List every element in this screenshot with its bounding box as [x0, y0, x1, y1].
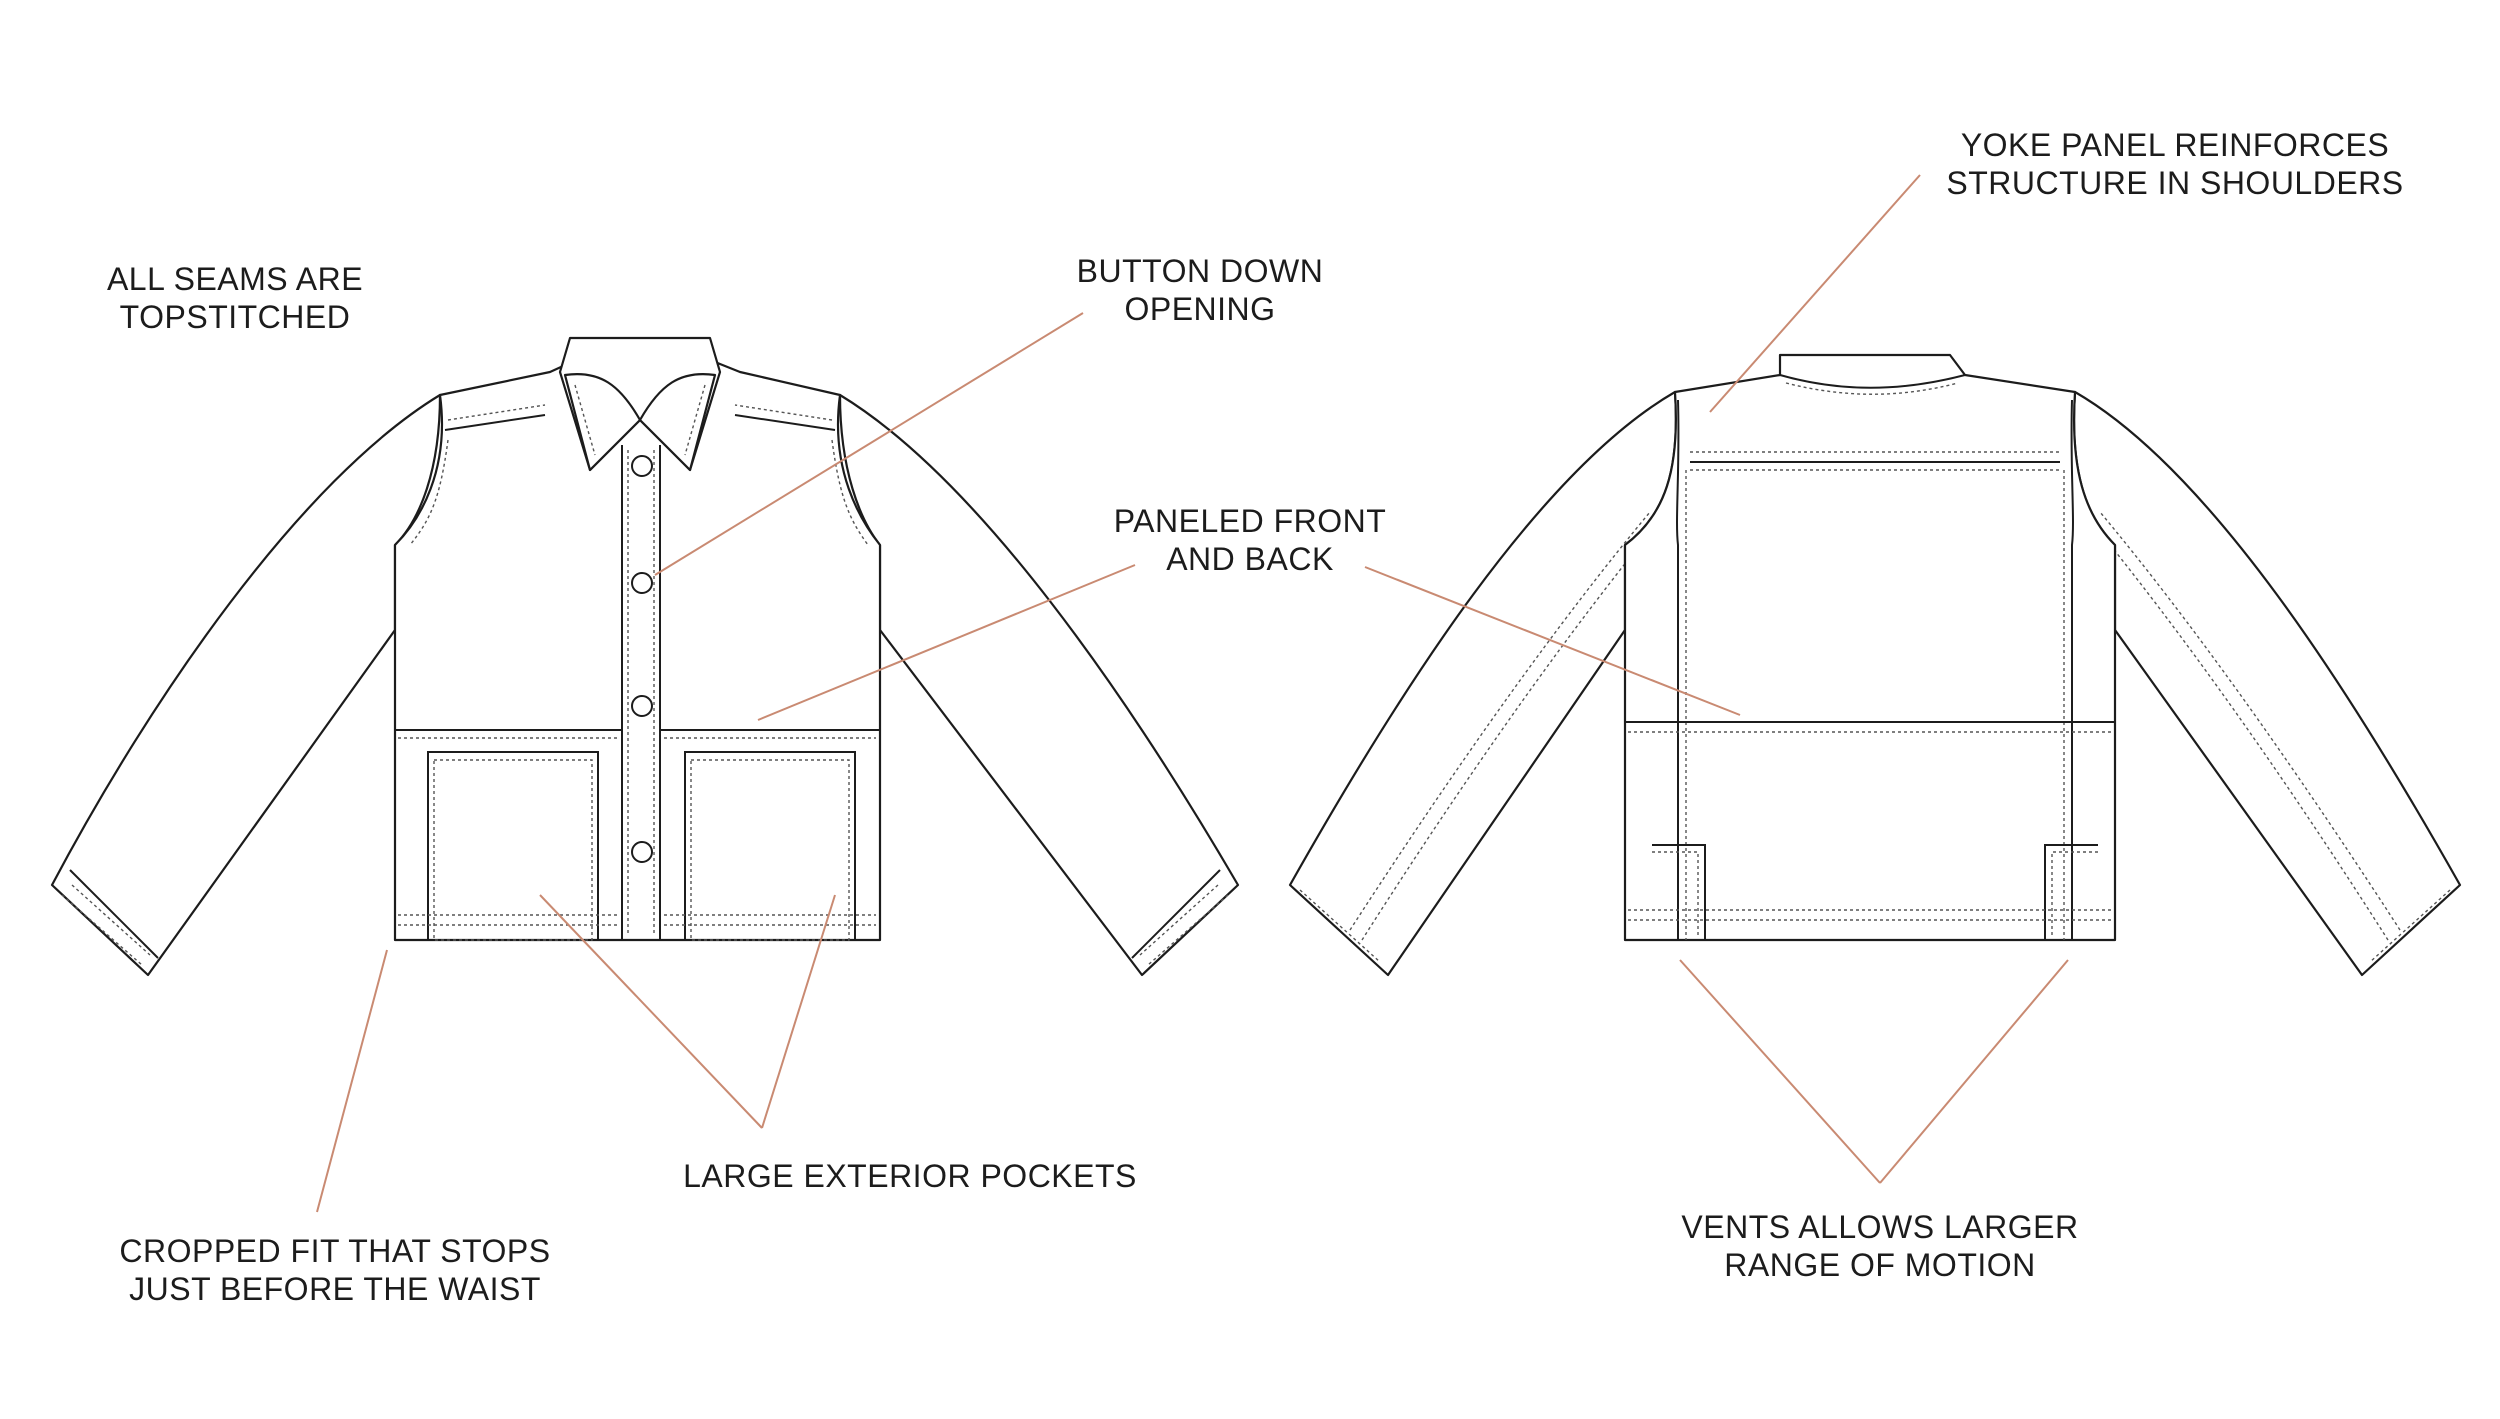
label-all-seams-line1: ALL SEAMS ARE: [106, 261, 364, 297]
front-button-2: [631, 572, 653, 594]
back-right-sleeve: [2072, 390, 2462, 977]
label-yoke-line2: STRUCTURE IN SHOULDERS: [1946, 165, 2404, 201]
leader-vents-left: [1679, 959, 1881, 1184]
label-button-down-line1: BUTTON DOWN: [1076, 253, 1324, 289]
label-yoke: YOKE PANEL REINFORCES STRUCTURE IN SHOUL…: [1925, 126, 2425, 202]
front-button-1: [631, 455, 653, 477]
label-paneled-line2: AND BACK: [1166, 541, 1334, 577]
back-left-vent: [1652, 844, 1706, 940]
label-all-seams: ALL SEAMS ARE TOPSTITCHED: [85, 260, 385, 336]
back-right-vent: [2044, 844, 2098, 940]
label-vents-line2: RANGE OF MOTION: [1724, 1247, 2036, 1283]
label-all-seams-line2: TOPSTITCHED: [119, 299, 351, 335]
label-button-down-line2: OPENING: [1124, 291, 1276, 327]
label-cropped-line2: JUST BEFORE THE WAIST: [129, 1271, 541, 1307]
back-jacket: [1288, 353, 2462, 977]
leader-pockets-left: [539, 894, 763, 1129]
label-vents-line1: VENTS ALLOWS LARGER: [1681, 1209, 2079, 1245]
leader-lines: [316, 174, 2069, 1213]
leader-pockets-right: [761, 894, 836, 1129]
front-jacket: [50, 336, 1240, 977]
label-vents: VENTS ALLOWS LARGER RANGE OF MOTION: [1660, 1208, 2100, 1284]
label-yoke-line1: YOKE PANEL REINFORCES: [1960, 127, 2390, 163]
label-paneled: PANELED FRONT AND BACK: [1090, 502, 1410, 578]
label-button-down: BUTTON DOWN OPENING: [1040, 252, 1360, 328]
leader-paneled-front: [757, 564, 1136, 721]
back-body: [1623, 353, 2117, 942]
front-body: [393, 338, 882, 942]
front-button-4: [631, 841, 653, 863]
label-pockets: LARGE EXTERIOR POCKETS: [680, 1157, 1140, 1195]
label-cropped: CROPPED FIT THAT STOPS JUST BEFORE THE W…: [105, 1232, 565, 1308]
label-pockets-line1: LARGE EXTERIOR POCKETS: [683, 1158, 1137, 1194]
label-paneled-line1: PANELED FRONT: [1113, 503, 1387, 539]
leader-cropped: [316, 949, 388, 1213]
leader-yoke: [1709, 174, 1921, 413]
front-left-sleeve: [50, 393, 442, 977]
front-button-3: [631, 695, 653, 717]
front-right-sleeve: [838, 393, 1240, 977]
leader-paneled-back: [1364, 566, 1741, 716]
leader-button: [654, 312, 1084, 576]
back-left-sleeve: [1288, 390, 1678, 977]
leader-vents-right: [1879, 959, 2069, 1184]
label-cropped-line1: CROPPED FIT THAT STOPS: [119, 1233, 551, 1269]
